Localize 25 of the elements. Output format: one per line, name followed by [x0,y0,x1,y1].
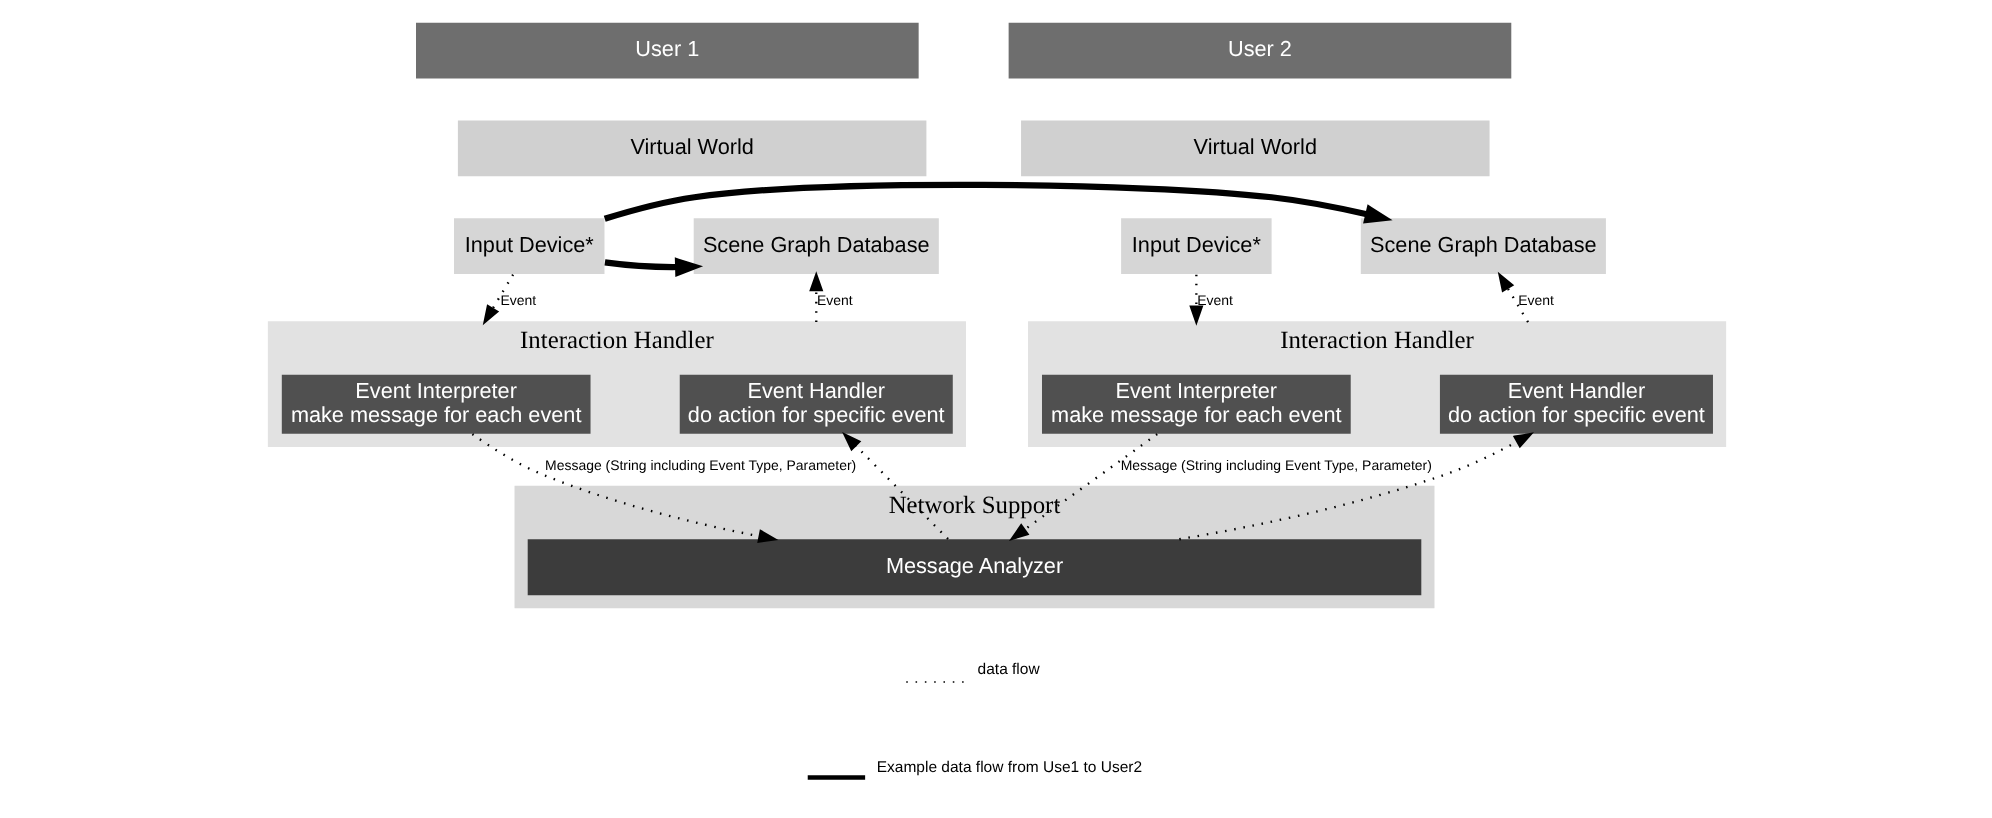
node-box: User 1 [415,22,918,79]
legend-label: data flow [976,660,1039,679]
arrow [1007,433,1157,541]
arrow [603,257,703,277]
node-box: Scene Graph Database [1359,218,1605,275]
node-box: Input Device* [453,218,604,275]
node-box: Virtual World [456,120,926,177]
node-box: Event Interpreter make message for each event [280,374,590,434]
node-box: Virtual World [1020,120,1489,177]
node-box: Event Handler do action for specific event [1438,374,1712,434]
node-box: Message Analyzer [526,539,1421,596]
node-box: Input Device* [1120,218,1271,275]
node-box: Event Interpreter make message for each event [1041,374,1350,434]
node-box: Event Handler do action for specific event [678,374,952,434]
node-box: Scene Graph Database [692,218,938,275]
arrow [808,271,823,323]
arrow [1188,274,1203,326]
legend-label: Example data flow from Use1 to User2 [875,758,1142,777]
arrow [1496,271,1529,323]
node-box: User 2 [1007,22,1511,79]
arrow [481,274,514,326]
arrow [841,431,948,540]
arrow [602,181,1392,224]
arrow [1178,432,1533,541]
arrow [470,433,778,544]
